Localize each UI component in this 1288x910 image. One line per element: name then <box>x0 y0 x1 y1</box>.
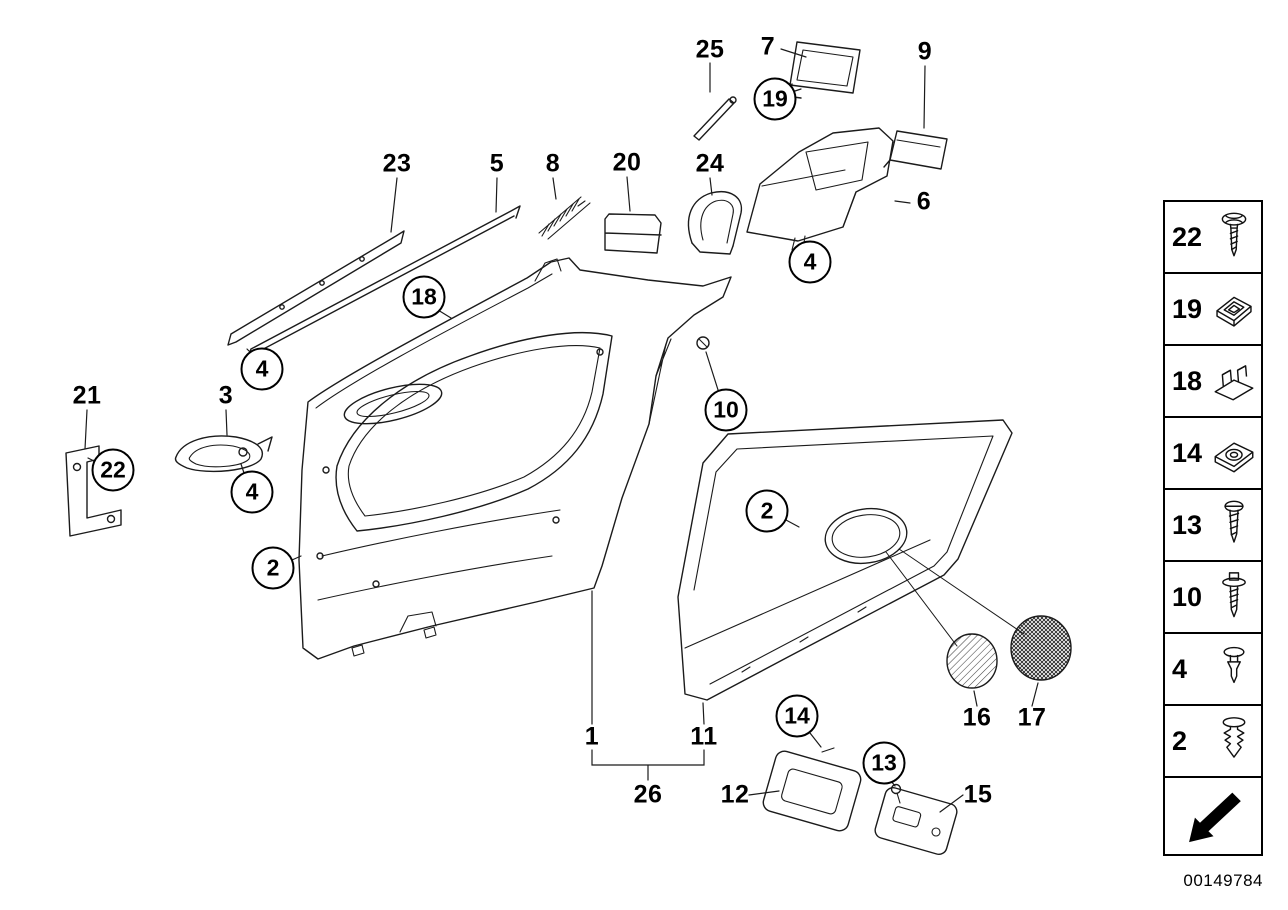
legend-item-number: 10 <box>1172 581 1203 612</box>
legend-item-19[interactable]: 19 <box>1165 274 1261 346</box>
legend-item-22[interactable]: 22 <box>1165 202 1261 274</box>
callout-21[interactable]: 21 <box>72 381 102 410</box>
legend-item-4[interactable]: 4 <box>1165 634 1261 706</box>
legend-item-10[interactable]: 10 <box>1165 562 1261 634</box>
callout-23[interactable]: 23 <box>382 149 412 178</box>
legend-item-number: 19 <box>1172 293 1203 324</box>
main-trim-panel <box>298 257 732 660</box>
callout-1[interactable]: 1 <box>584 722 600 751</box>
direction-arrow-cell <box>1165 778 1261 854</box>
doc-number: 00149784 <box>1183 871 1263 890</box>
legend-item-2[interactable]: 2 <box>1165 706 1261 778</box>
callout-4[interactable]: 4 <box>788 240 832 284</box>
callout-15[interactable]: 15 <box>963 780 993 809</box>
legend-item-number: 14 <box>1172 437 1203 468</box>
callout-26[interactable]: 26 <box>633 780 663 809</box>
callout-6[interactable]: 6 <box>916 187 932 216</box>
callout-5[interactable]: 5 <box>489 149 505 178</box>
legend-item-number: 13 <box>1172 509 1203 540</box>
callout-7[interactable]: 7 <box>760 32 776 61</box>
callout-24[interactable]: 24 <box>695 149 725 178</box>
expanding-rivet-icon <box>1209 714 1259 768</box>
callout-22[interactable]: 22 <box>91 448 135 492</box>
callout-13[interactable]: 13 <box>862 741 906 785</box>
callout-2[interactable]: 2 <box>251 546 295 590</box>
legend-item-number: 22 <box>1172 221 1203 252</box>
bracket-clip-icon <box>1209 354 1259 408</box>
legend-item-number: 2 <box>1172 725 1188 756</box>
callout-14[interactable]: 14 <box>775 694 819 738</box>
speaker-grille-16 <box>946 633 998 689</box>
direction-arrow-icon <box>1189 792 1241 843</box>
callout-17[interactable]: 17 <box>1017 703 1047 732</box>
legend-item-18[interactable]: 18 <box>1165 346 1261 418</box>
speaker-grille-17 <box>1010 615 1072 681</box>
callout-12[interactable]: 12 <box>720 780 750 809</box>
legend-table: 22 19 18 14 13 10 4 2 <box>1163 200 1263 856</box>
rivet-icon <box>1209 642 1259 696</box>
callout-4[interactable]: 4 <box>240 347 284 391</box>
legend-item-number: 18 <box>1172 365 1203 396</box>
lower-trim-panel <box>677 419 1013 701</box>
callout-19[interactable]: 19 <box>753 77 797 121</box>
callout-4[interactable]: 4 <box>230 470 274 514</box>
cage-nut-icon <box>1209 426 1259 480</box>
callout-11[interactable]: 11 <box>690 722 718 751</box>
legend-item-14[interactable]: 14 <box>1165 418 1261 490</box>
callout-16[interactable]: 16 <box>962 703 992 732</box>
legend-item-13[interactable]: 13 <box>1165 490 1261 562</box>
torx-screw-icon <box>1209 570 1259 624</box>
callout-3[interactable]: 3 <box>218 381 234 410</box>
legend-item-number: 4 <box>1172 653 1188 684</box>
callout-9[interactable]: 9 <box>917 37 933 66</box>
callout-8[interactable]: 8 <box>545 149 561 178</box>
callout-20[interactable]: 20 <box>612 148 642 177</box>
callout-18[interactable]: 18 <box>402 275 446 319</box>
tapping-screw-icon <box>1209 498 1259 552</box>
callout-2[interactable]: 2 <box>745 489 789 533</box>
callout-25[interactable]: 25 <box>695 35 725 64</box>
legend-rows: 22 19 18 14 13 10 4 2 <box>1165 202 1261 778</box>
callout-10[interactable]: 10 <box>704 388 748 432</box>
spring-clip-icon <box>1209 282 1259 336</box>
screw-icon <box>1209 210 1259 264</box>
